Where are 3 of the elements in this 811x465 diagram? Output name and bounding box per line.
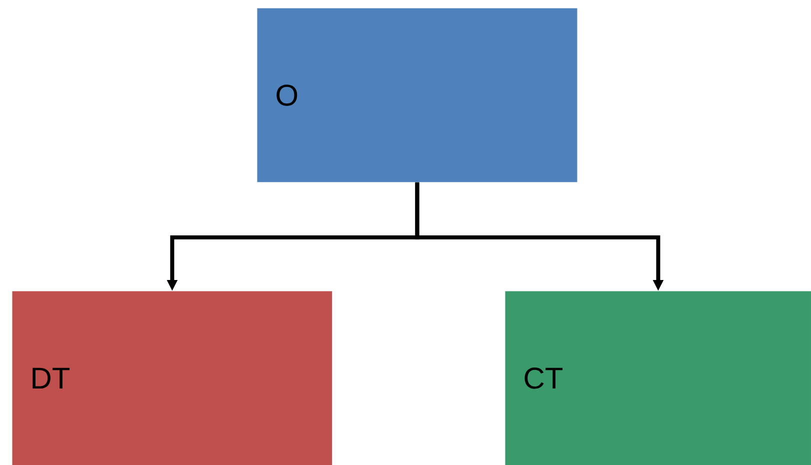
box: CT [505, 291, 811, 465]
box: DT [12, 291, 332, 465]
box: O [257, 8, 578, 182]
